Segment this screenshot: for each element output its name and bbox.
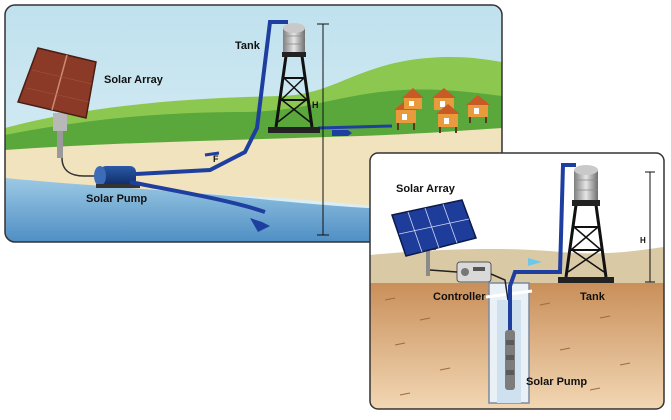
delivery-pipe-2 xyxy=(508,163,576,330)
label-height-1: H xyxy=(312,100,319,110)
panel-submersible-pump: Solar Array Controller Tank Solar Pump H xyxy=(370,153,664,409)
label-height-2: H xyxy=(640,236,646,245)
water-tower-1 xyxy=(268,23,320,133)
label-tank-2: Tank xyxy=(580,291,606,303)
controller-box xyxy=(429,261,509,301)
village-houses xyxy=(394,88,490,133)
suction-pipe-1 xyxy=(129,180,266,214)
flow-arrow-f xyxy=(204,151,220,157)
label-solar-pump-2: Solar Pump xyxy=(526,376,587,388)
height-marker-2 xyxy=(645,171,655,283)
label-flow: F xyxy=(213,154,219,164)
label-solar-array-2: Solar Array xyxy=(396,183,456,195)
label-solar-array-1: Solar Array xyxy=(104,74,164,86)
water-tower-2 xyxy=(558,165,614,283)
village-pipe xyxy=(317,124,393,130)
height-marker-1 xyxy=(317,23,329,236)
solar-pump-1 xyxy=(94,166,140,188)
label-solar-pump-1: Solar Pump xyxy=(86,193,147,205)
solar-array-2 xyxy=(391,199,477,276)
soil-texture xyxy=(384,297,631,396)
solar-array-1 xyxy=(17,47,97,158)
label-controller: Controller xyxy=(433,291,486,303)
solar-pump-2 xyxy=(505,330,515,390)
delivery-pipe-1 xyxy=(135,20,288,176)
flow-arrow-2 xyxy=(528,258,542,266)
panel-2-border xyxy=(369,152,665,410)
flow-arrow-water xyxy=(250,218,270,232)
panel-surface-pump: Solar Array Tank Solar Pump H F xyxy=(5,5,502,242)
label-tank-1: Tank xyxy=(235,40,261,52)
panel-1-border xyxy=(4,4,503,243)
flow-arrow-village xyxy=(332,130,352,136)
